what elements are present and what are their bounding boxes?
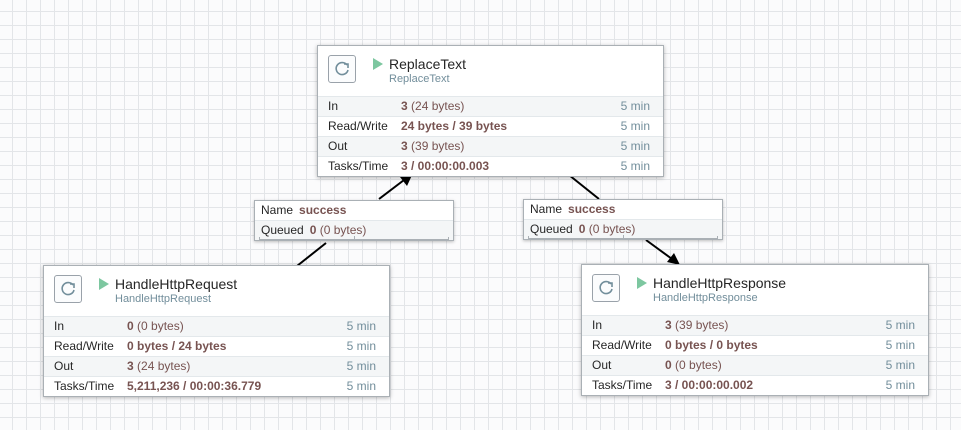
processor-name: ReplaceText	[389, 56, 467, 72]
connection-label-request-to-replace[interactable]: Name success Queued 0 (0 bytes)	[254, 200, 454, 241]
queued-label: Queued	[530, 222, 573, 236]
stat-value: 0 (0 bytes)	[665, 358, 722, 372]
stat-row-tasks-time: Tasks/Time 5,211,236 / 00:00:36.779 5 mi…	[44, 376, 389, 396]
stat-label: In	[592, 318, 603, 332]
stat-window: 5 min	[885, 378, 915, 392]
stat-row-read-write: Read/Write 0 bytes / 24 bytes 5 min	[44, 336, 389, 356]
processor-type: ReplaceText	[389, 73, 450, 85]
stat-row-read-write: Read/Write 24 bytes / 39 bytes 5 min	[318, 116, 663, 136]
connection-name: success	[299, 203, 347, 217]
stat-window: 5 min	[885, 338, 915, 352]
stat-row-tasks-time: Tasks/Time 3 / 00:00:00.003 5 min	[318, 156, 663, 176]
processor-name: HandleHttpRequest	[115, 276, 238, 292]
processor-header: ReplaceText ReplaceText	[318, 46, 663, 96]
connection-name-row: Name success	[255, 201, 453, 220]
stat-row-tasks-time: Tasks/Time 3 / 00:00:00.002 5 min	[582, 375, 928, 395]
connection-name-label: Name	[530, 202, 563, 216]
stat-label: Tasks/Time	[592, 378, 653, 392]
stat-window: 5 min	[346, 339, 376, 353]
stat-window: 5 min	[346, 379, 376, 393]
processor-replacetext[interactable]: ReplaceText ReplaceText In 3 (24 bytes) …	[317, 45, 664, 177]
stat-window: 5 min	[620, 159, 650, 173]
processor-header: HandleHttpResponse HandleHttpResponse	[582, 265, 928, 315]
processor-handlehttpresponse[interactable]: HandleHttpResponse HandleHttpResponse In…	[581, 264, 929, 396]
stat-row-read-write: Read/Write 0 bytes / 0 bytes 5 min	[582, 335, 928, 355]
stat-value: 3 (39 bytes)	[665, 318, 729, 332]
queue-progress-bar	[259, 236, 449, 240]
connection-queued-row: Queued 0 (0 bytes)	[255, 220, 453, 240]
stat-row-out: Out 3 (39 bytes) 5 min	[318, 136, 663, 156]
connection-label-replace-to-response[interactable]: Name success Queued 0 (0 bytes)	[523, 199, 723, 240]
stat-row-in: In 3 (24 bytes) 5 min	[318, 96, 663, 116]
queued-value: 0 (0 bytes)	[309, 223, 367, 237]
edge-label-to-response[interactable]	[645, 239, 673, 260]
stat-label: Tasks/Time	[54, 379, 115, 393]
stat-label: Out	[592, 358, 612, 372]
connection-name: success	[568, 202, 616, 216]
stat-window: 5 min	[620, 99, 650, 113]
stat-label: Out	[328, 139, 348, 153]
stat-value: 3 / 00:00:00.002	[665, 378, 754, 392]
edge-request-to-label[interactable]	[296, 242, 327, 267]
edge-replace-to-label[interactable]	[568, 174, 600, 200]
processor-icon	[328, 55, 356, 83]
connection-name-row: Name success	[524, 200, 722, 219]
stat-value: 3 (39 bytes)	[401, 139, 465, 153]
processor-name: HandleHttpResponse	[653, 275, 787, 291]
stat-value: 3 (24 bytes)	[401, 99, 465, 113]
stat-label: In	[54, 319, 65, 333]
processor-icon	[54, 275, 82, 303]
stat-row-out: Out 0 (0 bytes) 5 min	[582, 355, 928, 375]
stat-label: In	[328, 99, 339, 113]
stat-window: 5 min	[885, 318, 915, 332]
stat-row-out: Out 3 (24 bytes) 5 min	[44, 356, 389, 376]
stat-row-in: In 3 (39 bytes) 5 min	[582, 315, 928, 335]
stat-value: 0 (0 bytes)	[127, 319, 184, 333]
stat-label: Read/Write	[54, 339, 114, 353]
processor-type: HandleHttpResponse	[653, 292, 758, 304]
queued-label: Queued	[261, 223, 304, 237]
processor-type: HandleHttpRequest	[115, 293, 212, 305]
stat-value: 0 bytes / 0 bytes	[665, 338, 758, 352]
stat-value: 0 bytes / 24 bytes	[127, 339, 227, 353]
play-triangle-icon	[373, 58, 383, 70]
stat-window: 5 min	[346, 319, 376, 333]
stat-label: Read/Write	[328, 119, 388, 133]
stat-window: 5 min	[885, 358, 915, 372]
stat-value: 3 (24 bytes)	[127, 359, 191, 373]
processor-icon	[592, 274, 620, 302]
stat-window: 5 min	[346, 359, 376, 373]
connection-name-label: Name	[261, 203, 294, 217]
play-triangle-icon	[99, 278, 109, 290]
queued-value: 0 (0 bytes)	[578, 222, 636, 236]
play-triangle-icon	[637, 277, 647, 289]
processor-header: HandleHttpRequest HandleHttpRequest	[44, 266, 389, 316]
stat-value: 5,211,236 / 00:00:36.779	[127, 379, 262, 393]
edge-label-to-replace[interactable]	[378, 179, 405, 200]
connection-queued-row: Queued 0 (0 bytes)	[524, 219, 722, 239]
stat-row-in: In 0 (0 bytes) 5 min	[44, 316, 389, 336]
stat-window: 5 min	[620, 119, 650, 133]
stat-window: 5 min	[620, 139, 650, 153]
stat-value: 3 / 00:00:00.003	[401, 159, 490, 173]
queue-progress-bar	[528, 235, 718, 239]
stat-label: Out	[54, 359, 74, 373]
stat-label: Tasks/Time	[328, 159, 389, 173]
stat-value: 24 bytes / 39 bytes	[401, 119, 508, 133]
stat-label: Read/Write	[592, 338, 652, 352]
processor-handlehttprequest[interactable]: HandleHttpRequest HandleHttpRequest In 0…	[43, 265, 390, 397]
